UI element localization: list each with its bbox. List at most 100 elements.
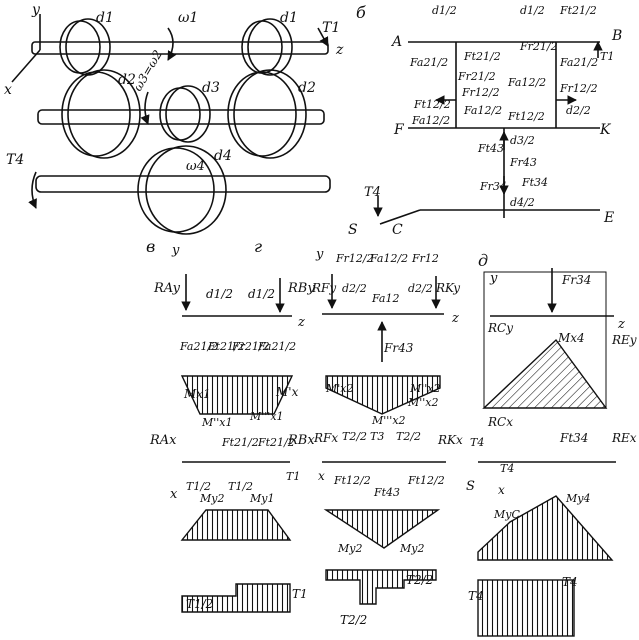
b-label-12: Fa12/2: [463, 104, 502, 117]
b-label-5: Fr21/2: [457, 70, 496, 83]
shaft3-horizontal-labels: RCx T4 Ft34 REx S x T4 MyC My4 T4 T4: [466, 415, 637, 603]
s2v-label-9: z: [451, 311, 459, 326]
s2v-label-13: M'''x2: [371, 414, 406, 427]
s1v-label-10: Mx1: [183, 387, 211, 401]
b-label-18: Fr43: [509, 156, 537, 169]
shaft1-torque-diagram: [181, 583, 291, 613]
b-label-17: Ft43: [477, 142, 504, 155]
b-label-16: d3/2: [510, 134, 535, 147]
shaft1-horizontal: [180, 461, 292, 613]
b-label-15: Fa12/2: [411, 114, 450, 127]
b-label-3: Ft21/2: [463, 50, 501, 63]
panel-v-label: в: [146, 237, 155, 256]
s3v-label-5: REy: [611, 333, 637, 347]
b-label-0: d1/2: [432, 4, 457, 17]
shaft3-torque-diagram: [477, 579, 575, 637]
point-B: B: [611, 28, 622, 44]
shaft3-mx-diagram: [482, 338, 608, 409]
s1v-label-3: d1/2: [248, 287, 275, 301]
label-omega4: ω4: [186, 159, 205, 174]
s1h-label-2: M'''x1: [249, 410, 284, 423]
axis-z-label: z: [335, 42, 344, 58]
label-d1-right: d1: [280, 10, 298, 26]
shaft3-vertical-labels: y Fr34 RCy Mx4 z REy: [487, 271, 637, 347]
s1h-label-8: T1: [286, 470, 300, 483]
s2h-label-7: Ft43: [373, 486, 400, 499]
shaft2-torque-diagram: [325, 569, 437, 605]
s2h-torque-1: T2/2: [406, 573, 433, 587]
t4-arrow: [28, 171, 37, 209]
gear-d2-right: [233, 69, 307, 159]
shaft-1: [31, 41, 329, 55]
point-E: E: [603, 210, 614, 226]
shaft3-horizontal: [477, 461, 616, 637]
s2h-label-8: Ft12/2: [407, 474, 445, 487]
gear-d2-left: [67, 69, 141, 159]
s1v-label-4: RBy: [287, 281, 315, 296]
label-d2-right: d2: [298, 80, 316, 96]
s3v-label-0: y: [489, 271, 498, 286]
b-label-8: Fa12/2: [507, 76, 546, 89]
v-torque-T4: T4: [364, 185, 381, 200]
s3v-label-2: RCy: [487, 321, 513, 335]
s3v-label-1: Fr34: [561, 273, 591, 287]
s2h-label-4: RKx: [437, 433, 463, 447]
s2v-label-7: d2/2: [408, 282, 433, 295]
x-axis-line: [11, 49, 41, 83]
shaft1-vertical-labels: y RAy d1/2 d1/2 RBy z Fa21/2 Ft21/2 Fr21…: [153, 243, 315, 401]
b-label-4: Fa21/2: [409, 56, 448, 69]
s1h-label-1: M''x1: [201, 416, 233, 429]
s2v-label-6: Fa12: [371, 292, 399, 305]
gear-d1-left: [65, 18, 111, 76]
s2v-label-12: M''x2: [409, 382, 441, 395]
shaft-3: [35, 175, 331, 193]
s2v-label-0: y: [315, 247, 324, 262]
s2v-label-8: RKy: [435, 281, 460, 295]
s3h-label-8: My4: [565, 492, 590, 505]
shaft3-vertical: [482, 268, 614, 409]
label-d2-left: d2: [118, 72, 136, 88]
s1h-label-11: My1: [249, 492, 274, 505]
point-F: F: [393, 122, 405, 138]
s3h-label-1: T4: [500, 462, 514, 475]
shaft3-my-diagram: [477, 495, 614, 561]
s2h-label-0: RFx: [313, 431, 338, 445]
t1-arrow: [317, 27, 329, 47]
point-C: C: [392, 222, 403, 238]
s2h-label-1: T2/2: [342, 430, 367, 443]
shaft2-my-diagram: [323, 509, 441, 549]
s2h-label-10: My2: [399, 542, 424, 555]
gear-mechanism: [11, 14, 331, 235]
shaft2-vertical-labels: y Fr12/2 Fa12/2 Fr12 RFy d2/2 Fa12 d2/2 …: [311, 247, 460, 427]
s1v-label-2: d1/2: [206, 287, 233, 301]
b-label-11: d2/2: [566, 104, 591, 117]
b-label-14: Ft12/2: [507, 110, 545, 123]
point-S: S: [348, 222, 358, 238]
s1v-label-0: y: [171, 243, 180, 258]
s3v-label-4: z: [617, 317, 625, 332]
s1v-label-9: Fa21/2: [257, 340, 296, 353]
point-K: K: [599, 122, 612, 138]
label-omega1: ω1: [178, 10, 198, 26]
omega3-arrow: [140, 91, 150, 125]
s3h-label-3: REx: [611, 431, 637, 445]
shaft2-horizontal-labels: RFx T2/2 T3 T2/2 RKx x Ft12/2 Ft43 Ft12/…: [313, 430, 463, 627]
axis-x-label: x: [4, 82, 12, 98]
panel-b: б: [356, 3, 603, 225]
label-d3: d3: [202, 80, 220, 96]
gear-d1-right: [247, 18, 293, 76]
s1h-torque-1: T1: [292, 587, 308, 601]
s1h-label-5: RBx: [287, 433, 315, 448]
panel-b-label: б: [356, 3, 366, 22]
shaft1-my-diagram: [180, 509, 292, 541]
shaft-2: [37, 109, 325, 125]
s1v-label-1: RAy: [153, 281, 181, 296]
axis-y-label: y: [31, 2, 41, 18]
s2v-label-10: Fr43: [383, 341, 414, 355]
s1v-label-7: Ft21/2: [207, 340, 245, 353]
b-label-10: Fr12/2: [559, 82, 598, 95]
point-A: A: [390, 34, 402, 50]
s2v-label-2: Fa12/2: [369, 252, 408, 265]
s3h-label-6: T4: [470, 436, 484, 449]
